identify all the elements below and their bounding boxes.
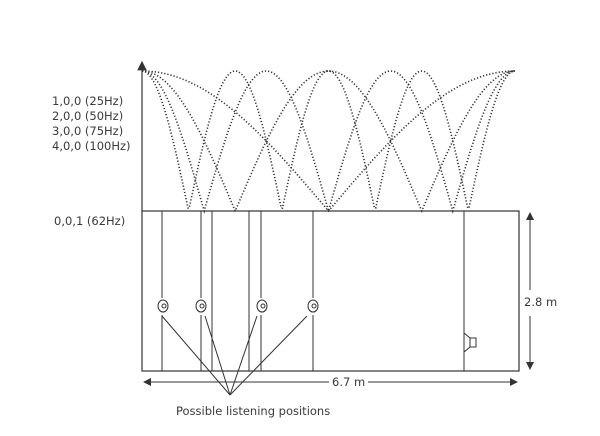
listener-head-icon [256,299,268,313]
room-outline [141,210,520,372]
listener-head-icon [157,299,169,313]
listener-head-icon [195,299,207,313]
room-height-label: 2.8 m [522,295,560,310]
room-length-label: 6.7 m [329,375,369,390]
pointer-lines [161,315,308,396]
mode-curve-1 [142,70,515,213]
mode-curve-3 [141,70,516,215]
listener-head-icon [307,299,319,313]
pointer-line [204,315,231,396]
speaker-icon [463,331,477,354]
pointer-line [161,315,231,396]
mode-label-3: 3,0,0 (75Hz) [52,124,124,138]
pointer-line [229,315,308,396]
axial-mode-curves [141,70,516,215]
mode-curve-4 [141,70,516,209]
pointer-line [229,315,258,396]
listening-positions-label: Possible listening positions [176,404,331,418]
mode-label-1: 1,0,0 (25Hz) [52,94,124,108]
mode-label-4: 4,0,0 (100Hz) [52,139,131,153]
vertical-mode-label: 0,0,1 (62Hz) [54,214,126,228]
node-lines [161,211,465,371]
mode-curve-2 [142,70,515,214]
mode-label-2: 2,0,0 (50Hz) [52,109,124,123]
